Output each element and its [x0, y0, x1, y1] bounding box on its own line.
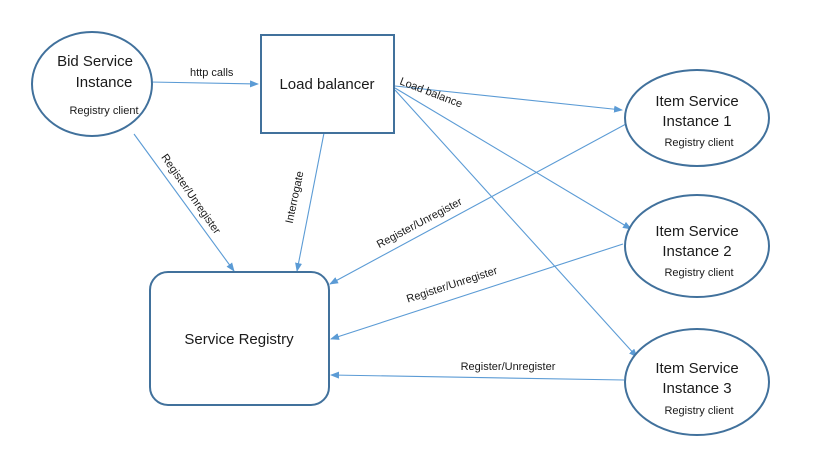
item-service-3-node: Item Service Instance 3 Registry client [624, 328, 770, 436]
item-service-1-ellipse [624, 69, 770, 167]
item-service-2-subtitle: Registry client [664, 267, 733, 279]
label-interrogate: Interrogate [284, 170, 307, 225]
item-service-3-title-line2: Instance 3 [662, 380, 731, 397]
bid-service-node: Bid Service Instance Registry client [31, 31, 153, 137]
bid-service-ellipse [31, 31, 153, 137]
edge-load-balancer-to-registry [295, 132, 325, 272]
item-service-2-ellipse [624, 194, 770, 298]
label-load-balance: Load balance [398, 76, 464, 111]
label-http-calls: http calls [190, 67, 234, 79]
edge-item1-to-registry [329, 123, 627, 285]
label-bid-register-unregister: Register/Unregister [158, 152, 222, 237]
edge-load-balancer-to-item2 [394, 87, 632, 230]
edge-bid-to-registry [133, 133, 235, 272]
bid-service-title-line1: Bid Service [57, 53, 133, 70]
item-service-1-node: Item Service Instance 1 Registry client [624, 69, 770, 167]
edge-item3-to-registry [330, 371, 625, 381]
item-service-2-node: Item Service Instance 2 Registry client [624, 194, 770, 298]
service-registry-box [149, 271, 330, 406]
bid-service-title-line2: Instance [76, 74, 133, 91]
item-service-3-ellipse [624, 328, 770, 436]
item-service-3-title-line1: Item Service [655, 360, 738, 377]
label-item3-register-unregister: Register/Unregister [461, 361, 556, 373]
edge-bid-to-load-balancer [149, 80, 259, 88]
edge-item2-to-registry [330, 243, 624, 340]
edge-load-balancer-to-item1 [394, 85, 623, 113]
item-service-2-title-line1: Item Service [655, 223, 738, 240]
item-service-1-subtitle: Registry client [664, 137, 733, 149]
service-registry-title: Service Registry [184, 331, 294, 348]
load-balancer-node: Load balancer [260, 34, 395, 134]
item-service-2-title-line2: Instance 2 [662, 243, 731, 260]
label-item1-register-unregister: Register/Unregister [375, 196, 465, 251]
item-service-1-title-line1: Item Service [655, 93, 738, 110]
service-registry-node: Service Registry [149, 271, 330, 406]
bid-service-subtitle: Registry client [69, 105, 138, 117]
edge-load-balancer-to-item3 [394, 89, 638, 358]
load-balancer-box [260, 34, 395, 134]
load-balancer-title: Load balancer [279, 76, 374, 93]
item-service-3-subtitle: Registry client [664, 405, 733, 417]
item-service-1-title-line2: Instance 1 [662, 113, 731, 130]
